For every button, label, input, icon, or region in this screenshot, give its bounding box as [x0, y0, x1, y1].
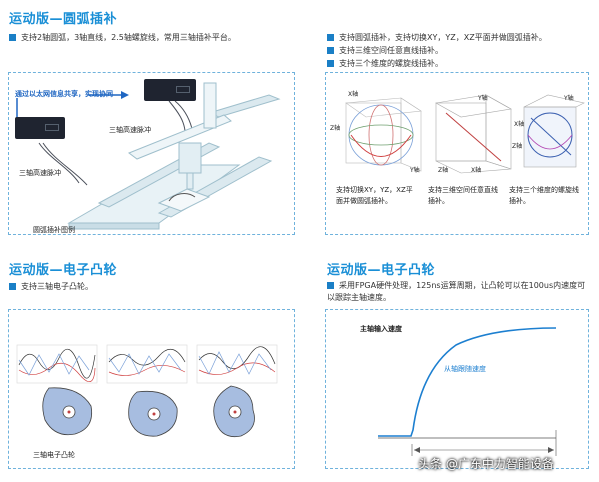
bullet-square-icon [327, 47, 334, 54]
bullet-text: 支持2轴圆弧，3轴直线，2.5轴螺旋线，常用三轴插补平台。 [21, 33, 236, 42]
watermark: 头条 @广东中力智能设备 [418, 457, 554, 471]
caption-helix: 支持三个维度的螺旋线插补。 [509, 186, 579, 205]
panel-speed-tracking: 主轴输入速度 从轴跟随速度 [325, 309, 589, 469]
bullet-3d-line: 支持三维空间任意直线插补。 [327, 45, 443, 57]
bullet-fpga: 采用FPGA硬件处理，125ns运算周期，让凸轮可以在100us内速度可以跟踪主… [327, 281, 586, 302]
section-title-cam-left: 运动版—电子凸轮 [9, 263, 118, 278]
controller-device-left [15, 117, 65, 139]
cam-shapes [42, 385, 255, 438]
axis-label-x-3: X轴 [514, 121, 525, 128]
speed-curve [378, 327, 557, 437]
caption-3d-line: 支持三维空间任意直线插补。 [428, 186, 498, 205]
arrow-head [121, 91, 129, 99]
bullet-square-icon [9, 34, 16, 41]
bullet-helix: 支持三个维度的螺旋线插补。 [327, 58, 443, 70]
diagram-helix [523, 94, 585, 168]
cam-illustration [16, 344, 278, 438]
section-title-arc: 运动版—圆弧插补 [9, 12, 118, 27]
caption-arc-example: 圆弧插补图例 [33, 226, 75, 234]
axis-label-z-2: Z轴 [438, 167, 449, 174]
label-pulse-right: 三轴高速脉冲 [109, 126, 151, 134]
diagram-arc-planes [345, 97, 422, 172]
axis-label-y-2: Y轴 [478, 95, 488, 102]
bullet-square-icon [327, 34, 334, 41]
bullet-arc: 支持2轴圆弧，3轴直线，2.5轴螺旋线，常用三轴插补平台。 [9, 32, 236, 44]
axis-label-y-3: Y轴 [564, 95, 574, 102]
bullet-square-icon [327, 60, 334, 67]
caption-arc-planes: 支持切换XY，YZ，XZ平面并做圆弧插补。 [336, 186, 413, 205]
section-title-cam-right: 运动版—电子凸轮 [327, 263, 436, 278]
axis-label-y-1: Y轴 [410, 167, 420, 174]
panel-electronic-cam: 三轴电子凸轮 [8, 309, 295, 469]
bullet-arc-plane: 支持圆弧插补，支持切换XY，YZ，XZ平面并做圆弧插补。 [327, 32, 547, 44]
callout-ethernet: 通过以太网信息共享，实现协同 [15, 90, 113, 98]
3d-interpolation-diagrams [345, 94, 585, 174]
label-pulse-left: 三轴高速脉冲 [19, 169, 61, 177]
panel-3d-interpolation: X轴 Z轴 Y轴 Y轴 Z轴 X轴 Y轴 X轴 Z轴 支持切换XY，YZ，XZ平… [325, 72, 589, 235]
axis-label-z-1: Z轴 [330, 125, 341, 132]
axis-label-z-3: Z轴 [512, 143, 523, 150]
label-follow-axis-speed: 从轴跟随速度 [444, 365, 486, 373]
controller-device-right [144, 79, 196, 101]
label-main-axis-speed: 主轴输入速度 [360, 325, 402, 333]
bullet-cam-left: 支持三轴电子凸轮。 [9, 281, 93, 293]
axis-label-x-2: X轴 [471, 167, 482, 174]
diagram-3d-line [435, 94, 512, 174]
speed-tracking-chart [378, 327, 557, 456]
axis-label-x-1: X轴 [348, 91, 359, 98]
bullet-square-icon [9, 283, 16, 290]
caption-three-axis-cam: 三轴电子凸轮 [33, 451, 75, 459]
arc-machine-illustration [16, 82, 281, 230]
bullet-square-icon [327, 282, 334, 289]
cam-profile-charts [16, 344, 278, 384]
panel-arc-interpolation: 通过以太网信息共享，实现协同 三轴高速脉冲 三轴高速脉冲 圆弧插补图例 [8, 72, 295, 235]
